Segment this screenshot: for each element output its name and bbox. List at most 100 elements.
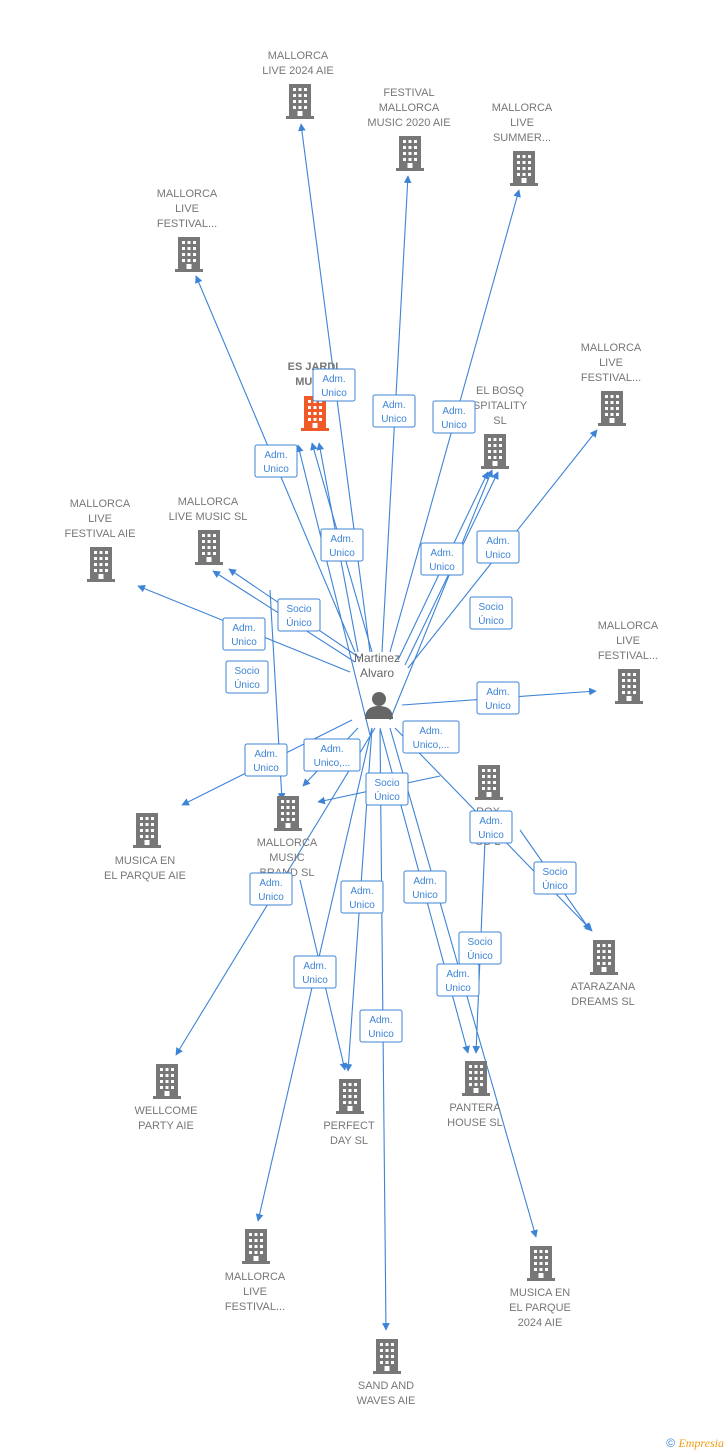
- relation-tag-text: Adm.: [259, 878, 282, 889]
- relation-tag-r-festival-aie[interactable]: Adm.Unico: [222, 617, 266, 651]
- relation-tag-r-festival1[interactable]: Adm.Unico: [254, 444, 298, 478]
- company-label: ATARAZANA: [571, 981, 636, 993]
- relation-tag-r-jardi[interactable]: Adm.Unico: [312, 368, 356, 402]
- company-node-atarazana[interactable]: ATARAZANA DREAMS SL: [571, 940, 636, 1008]
- relation-tag-text: Único: [286, 616, 312, 629]
- relation-tag-text: Adm.: [350, 886, 373, 897]
- relation-tag-r-roxy-a[interactable]: Adm.Unico,...: [402, 720, 460, 754]
- relation-tag-text: Adm.: [479, 816, 502, 827]
- relation-tag-r-elbosq-a[interactable]: Adm.Unico: [420, 542, 464, 576]
- company-label: MUSICA EN: [510, 1287, 571, 1299]
- footer-brand: © Empresia: [666, 1436, 724, 1451]
- relation-tag-r-festival4[interactable]: Adm.Unico: [293, 955, 337, 989]
- building-icon: [286, 84, 314, 119]
- edges-layer: [137, 123, 598, 1331]
- relation-tag-text: Unico: [485, 550, 511, 561]
- company-label: FESTIVAL...: [157, 218, 217, 230]
- person-icon: [365, 692, 393, 719]
- company-label: MALLORCA: [178, 496, 239, 508]
- relation-tag-r-pantera-a[interactable]: Adm.Unico: [403, 870, 447, 904]
- relation-tag-r-summer[interactable]: Adm.Unico: [432, 400, 476, 434]
- relation-tag-text: Socio: [478, 602, 503, 613]
- relation-tag-text: Unico: [263, 464, 289, 475]
- relation-tag-text: Único: [374, 790, 400, 803]
- company-label: LIVE: [175, 203, 199, 215]
- relation-tag-text: Unico: [253, 763, 279, 774]
- company-label: MALLORCA: [598, 620, 659, 632]
- building-icon: [475, 765, 503, 800]
- relation-tag-box: [340, 880, 384, 914]
- company-label: LIVE: [243, 1286, 267, 1298]
- relation-tag-text: Unico,...: [413, 740, 450, 751]
- relation-tag-text: Adm.: [369, 1015, 392, 1026]
- relation-tag-text: Adm.: [303, 961, 326, 972]
- company-node-mallorca-live-festival-2[interactable]: MALLORCALIVEFESTIVAL...: [581, 342, 642, 426]
- relation-tag-text: Unico,...: [314, 758, 351, 769]
- relation-tag-box: [372, 394, 416, 428]
- relation-tag-box: [402, 720, 460, 754]
- relation-tag-r-roxy-b[interactable]: Adm. Unico: [469, 810, 513, 844]
- relation-tag-r-sand[interactable]: Adm.Unico: [359, 1009, 403, 1043]
- building-icon: [396, 136, 424, 171]
- relation-tag-box: [403, 870, 447, 904]
- relation-tag-r-pantera-c[interactable]: Adm.Unico: [436, 963, 480, 997]
- relation-tag-text: Unico: [478, 830, 504, 841]
- company-node-mallorca-live-festival-1[interactable]: MALLORCALIVEFESTIVAL...: [157, 188, 218, 272]
- company-node-mallorca-live-summer[interactable]: MALLORCALIVESUMMER...: [492, 102, 553, 186]
- copyright-icon: ©: [666, 1436, 676, 1450]
- company-node-mallorca-live-festival-3[interactable]: MALLORCALIVEFESTIVAL...: [598, 620, 659, 704]
- relation-tag-box: [476, 681, 520, 715]
- relation-tag-text: Adm.: [413, 876, 436, 887]
- company-label: WAVES AIE: [357, 1395, 416, 1407]
- relation-tag-box: [420, 542, 464, 576]
- relation-tag-text: Único: [234, 678, 260, 691]
- relation-tag-r-perfect[interactable]: Adm.Unico: [340, 880, 384, 914]
- company-label: FESTIVAL...: [598, 650, 658, 662]
- company-label: MUSICA EN: [115, 855, 176, 867]
- relation-tag-r-festival2020[interactable]: Adm.Unico: [372, 394, 416, 428]
- relation-tag-r-festival2[interactable]: Adm.Unico: [476, 530, 520, 564]
- relation-tag-r-parque[interactable]: Adm.Unico: [244, 743, 288, 777]
- relation-tag-text: Adm.: [382, 400, 405, 411]
- company-label: PERFECT: [323, 1120, 375, 1132]
- company-label: FESTIVAL: [383, 87, 434, 99]
- relation-tag-text: Socio: [374, 778, 399, 789]
- company-node-musica-parque[interactable]: MUSICA EN EL PARQUE AIE: [104, 813, 186, 882]
- relation-tag-box: [293, 955, 337, 989]
- relation-tag-r-wellcome[interactable]: Adm.Unico: [249, 872, 293, 906]
- relation-tag-text: Adm.: [330, 534, 353, 545]
- company-label: MUSIC 2020 AIE: [367, 117, 450, 129]
- building-icon: [87, 547, 115, 582]
- relation-tag-r-festival3[interactable]: Adm.Unico: [476, 681, 520, 715]
- relation-tag-box: [222, 617, 266, 651]
- building-icon: [481, 434, 509, 469]
- relation-tag-text: Unico: [429, 562, 455, 573]
- company-label: DREAMS SL: [571, 996, 635, 1008]
- company-label: EL PARQUE AIE: [104, 870, 186, 882]
- person-node[interactable]: Martinez Alvaro: [354, 651, 400, 719]
- company-label: EL PARQUE: [509, 1302, 571, 1314]
- relation-tag-r-brand-a[interactable]: Adm.Unico,...: [303, 738, 361, 772]
- company-node-mallorca-live-festival-4[interactable]: MALLORCALIVEFESTIVAL...: [225, 1229, 286, 1313]
- company-label: MALLORCA: [257, 837, 318, 849]
- company-node-mallorca-music-brand[interactable]: MALLORCAMUSICBRAND SL: [257, 796, 318, 879]
- relation-tag-text: Adm.: [446, 969, 469, 980]
- relation-tag-r-live2024[interactable]: Adm.Unico: [320, 528, 364, 562]
- building-icon: [598, 391, 626, 426]
